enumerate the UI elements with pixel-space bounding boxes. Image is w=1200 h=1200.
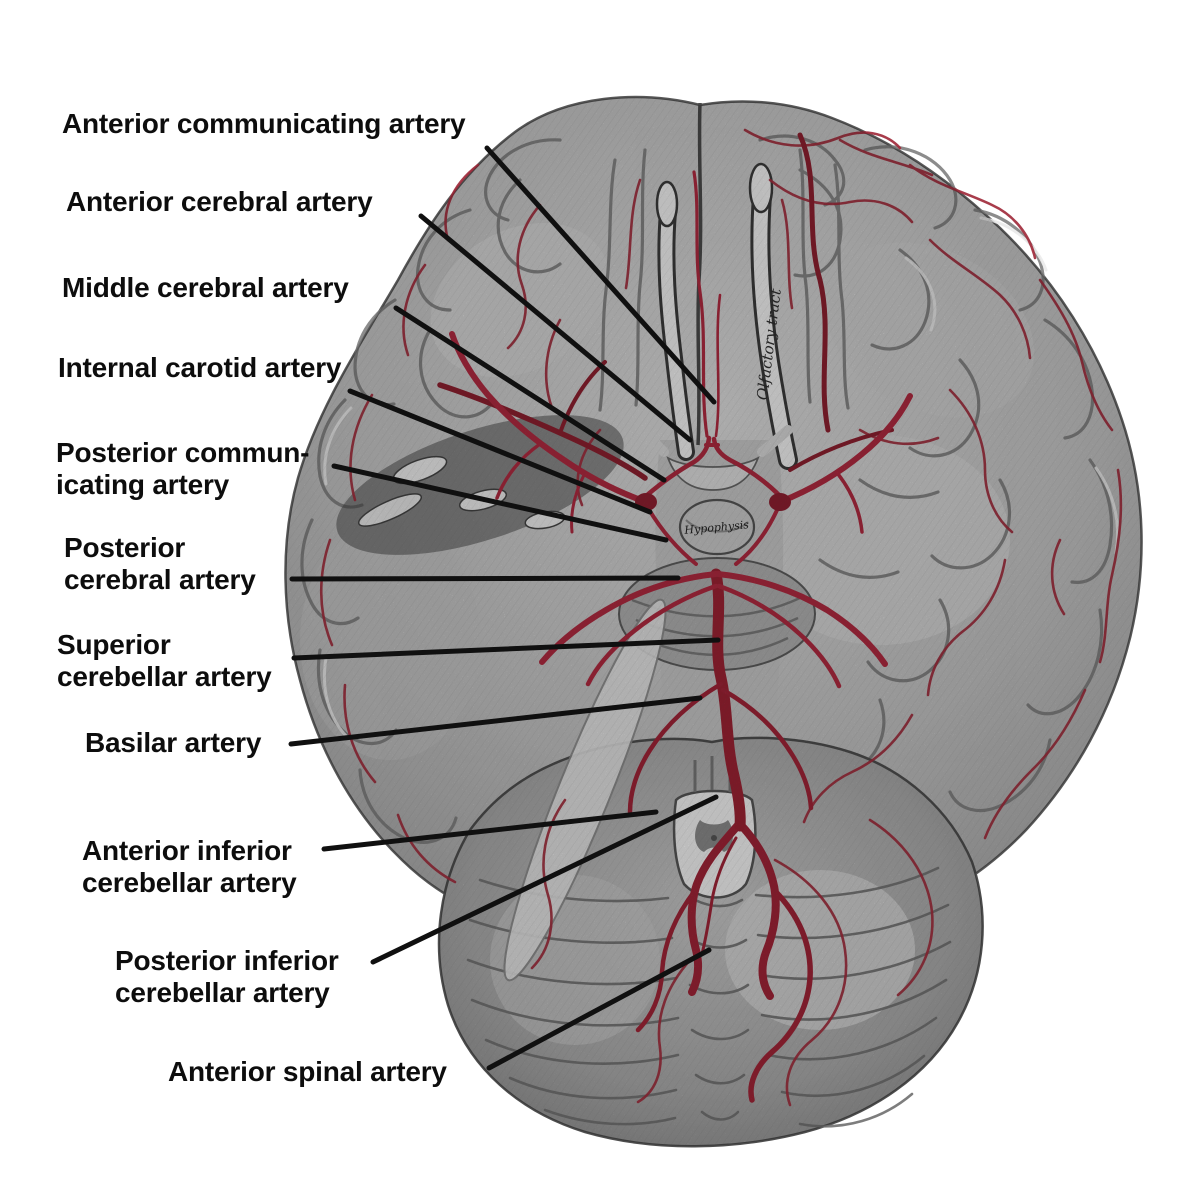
engraving-texture: [285, 97, 1142, 1147]
label-anterior-spinal-artery: Anterior spinal artery: [168, 1056, 447, 1087]
leader-posterior-communicating-artery: [331, 463, 669, 543]
label-internal-carotid-artery: Internal carotid artery: [58, 352, 342, 383]
leader-internal-carotid-artery: [347, 388, 653, 515]
label-posterior-cerebral-artery: Posterior cerebral artery: [64, 532, 256, 595]
label-anterior-cerebral-artery: Anterior cerebral artery: [66, 186, 373, 217]
leader-anterior-inferior-cerebellar-artery: [321, 809, 659, 852]
leader-anterior-spinal-artery: [486, 947, 712, 1071]
label-basilar-artery: Basilar artery: [85, 727, 262, 758]
label-posterior-communicating-artery: Posterior commun- icating artery: [56, 437, 310, 500]
label-anterior-inferior-cerebellar-artery: Anterior inferior cerebellar artery: [82, 835, 297, 898]
label-superior-cerebellar-artery: Superior cerebellar artery: [57, 629, 272, 692]
leader-posterior-cerebral-artery: [289, 575, 681, 582]
label-middle-cerebral-artery: Middle cerebral artery: [62, 272, 349, 303]
leader-anterior-cerebral-artery: [418, 213, 693, 443]
leader-lines: [288, 145, 721, 1071]
leader-middle-cerebral-artery: [393, 305, 667, 483]
leader-posterior-inferior-cerebellar-artery: [370, 794, 719, 965]
leader-superior-cerebellar-artery: [291, 637, 721, 661]
leader-anterior-communicating-artery: [484, 145, 717, 405]
label-posterior-inferior-cerebellar-artery: Posterior inferior cerebellar artery: [115, 945, 339, 1008]
label-anterior-communicating-artery: Anterior communicating artery: [62, 108, 466, 139]
leader-basilar-artery: [288, 695, 703, 747]
